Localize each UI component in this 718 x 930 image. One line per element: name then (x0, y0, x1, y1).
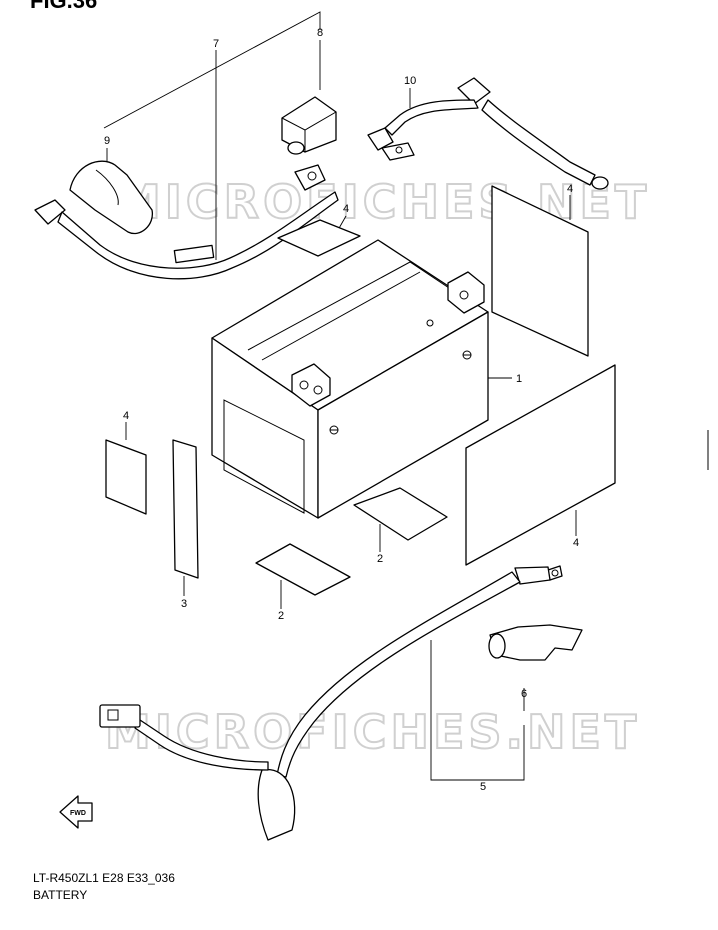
sheet-4-upper[interactable] (491, 185, 589, 357)
callout-5: 5 (480, 781, 486, 793)
callout-4-lower: 4 (573, 537, 579, 549)
strip-3[interactable] (172, 439, 199, 579)
callout-7: 7 (213, 38, 219, 50)
callout-4-sheet: 4 (567, 183, 573, 195)
pad-2-lower[interactable] (255, 543, 351, 596)
callout-1: 1 (516, 373, 522, 385)
pad-4-top[interactable] (277, 219, 361, 257)
callout-4-left: 4 (123, 410, 129, 422)
callout-9: 9 (104, 135, 110, 147)
callout-2b: 2 (278, 610, 284, 622)
terminal-cover-9[interactable] (69, 160, 153, 235)
fwd-arrow-icon: FWD (59, 795, 93, 829)
model-code: LT-R450ZL1 E28 E33_036 (33, 871, 175, 885)
fwd-label: FWD (70, 810, 86, 817)
pad-4-left[interactable] (105, 439, 147, 515)
terminal-cover-8[interactable] (281, 96, 337, 155)
battery-cable-10[interactable] (367, 77, 609, 190)
callout-numbers: 1 2 2 3 4 4 4 4 5 6 7 8 9 10 (104, 27, 579, 793)
pad-2-upper[interactable] (353, 487, 448, 541)
callout-2a: 2 (377, 553, 383, 565)
battery-1[interactable] (211, 239, 489, 519)
callout-10: 10 (404, 75, 416, 87)
terminal-cover-6[interactable] (488, 624, 583, 661)
callout-6: 6 (521, 688, 527, 700)
callout-4-top: 4 (343, 203, 349, 215)
callout-8: 8 (317, 27, 323, 39)
harness-cable-5[interactable] (99, 565, 563, 841)
figure-label: FIG.36 (30, 0, 98, 13)
battery-cable-7[interactable] (34, 164, 339, 280)
sheet-4-lower[interactable] (465, 364, 616, 566)
section-title: BATTERY (33, 888, 88, 902)
callout-3: 3 (181, 598, 187, 610)
